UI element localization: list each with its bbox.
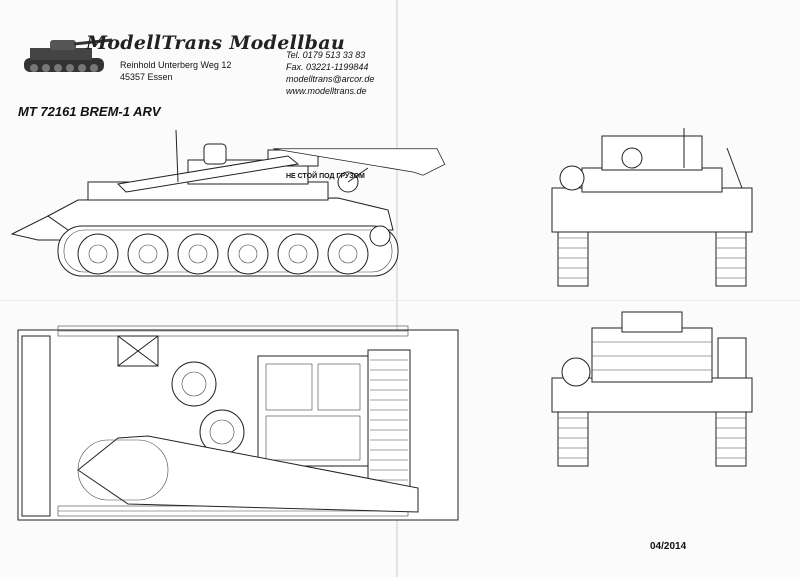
front-view-drawing [551, 128, 753, 287]
product-title: MT 72161 BREM-1 ARV [18, 104, 161, 119]
print-date: 04/2014 [650, 541, 687, 552]
address-city: 45357 Essen [120, 72, 173, 82]
address-street: Reinhold Unterberg Weg 12 [120, 60, 232, 70]
contact-web: www.modelltrans.de [286, 86, 367, 96]
contact-phone: Tel. 0179 513 33 83 [286, 50, 366, 60]
boom-warning-label: НЕ СТОЙ ПОД ГРУЗОМ [286, 171, 365, 180]
fold-crease-horizontal [0, 300, 800, 301]
side-view-drawing: НЕ СТОЙ ПОД ГРУЗОМ [10, 129, 446, 277]
brand-logo-text: ModellTrans Modellbau [86, 32, 345, 54]
contact-email: modelltrans@arcor.de [286, 74, 375, 84]
top-view-drawing [17, 325, 459, 521]
contact-fax: Fax. 03221-1199844 [286, 62, 369, 72]
logo-tank-icon [24, 38, 113, 72]
fold-crease-vertical [396, 0, 398, 577]
rear-view-drawing [551, 311, 753, 467]
